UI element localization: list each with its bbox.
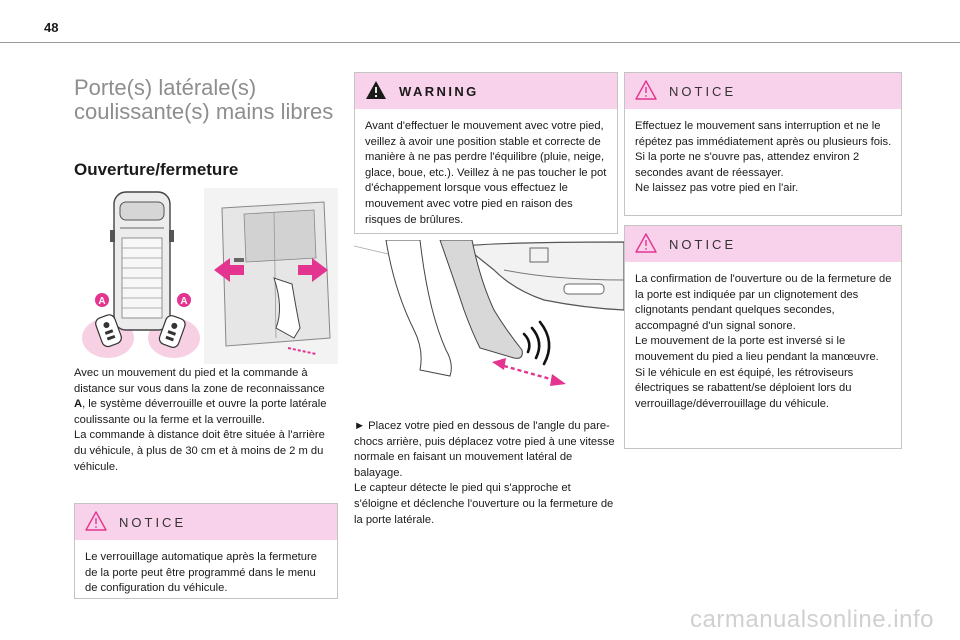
notice-body: Effectuez le mouvement sans interruption… bbox=[625, 109, 901, 205]
notice-box-confirmation: NOTICE La confirmation de l'ouverture ou… bbox=[624, 225, 902, 449]
sliding-door-illustration bbox=[204, 188, 338, 364]
warning-label: WARNING bbox=[399, 83, 479, 99]
header-divider bbox=[0, 42, 960, 43]
watermark: carmanualsonline.info bbox=[690, 606, 934, 633]
section-title: Porte(s) latérale(s) coulissante(s) main… bbox=[74, 75, 334, 124]
warning-triangle-icon bbox=[85, 511, 109, 533]
callout-a-right: A bbox=[180, 296, 187, 307]
van-top-view-illustration: A A bbox=[80, 188, 202, 364]
notice-line: La confirmation de l'ouverture ou de la … bbox=[635, 273, 892, 332]
notice-label: NOTICE bbox=[119, 514, 187, 530]
intro-paragraph-1: Avec un mouvement du pied et la commande… bbox=[74, 366, 336, 428]
foot-under-bumper-illustration bbox=[353, 239, 625, 398]
notice-label: NOTICE bbox=[669, 236, 737, 252]
instructions-text: ► Placez votre pied en dessous de l'angl… bbox=[354, 419, 616, 528]
warning-box: WARNING Avant d'effectuer le mouvement a… bbox=[354, 72, 618, 234]
notice-header: NOTICE bbox=[75, 504, 337, 540]
intro-text-part-2: , le système déverrouille et ouvre la po… bbox=[74, 398, 327, 426]
notice-text: Le verrouillage automatique après la fer… bbox=[85, 551, 317, 595]
notice-line: Ne laissez pas votre pied en l'air. bbox=[635, 182, 799, 195]
instruction-step: ► Placez votre pied en dessous de l'angl… bbox=[354, 420, 615, 479]
notice-line: Le mouvement de la porte est inversé si … bbox=[635, 335, 879, 363]
instruction-detail: Le capteur détecte le pied qui s'approch… bbox=[354, 482, 614, 526]
notice-box-movement: NOTICE Effectuez le mouvement sans inter… bbox=[624, 72, 902, 216]
intro-paragraph-2: La commande à distance doit être située … bbox=[74, 429, 325, 473]
subsection-title: Ouverture/fermeture bbox=[74, 160, 239, 179]
intro-text-part-1: Avec un mouvement du pied et la commande… bbox=[74, 367, 325, 395]
notice-line: Effectuez le mouvement sans interruption… bbox=[635, 120, 892, 148]
page-number: 48 bbox=[44, 20, 59, 35]
notice-header: NOTICE bbox=[625, 73, 901, 109]
warning-triangle-icon bbox=[635, 233, 659, 255]
intro-callout-ref: A bbox=[74, 398, 83, 411]
warning-body: Avant d'effectuer le mouvement avec votr… bbox=[355, 109, 617, 236]
notice-body: La confirmation de l'ouverture ou de la … bbox=[625, 262, 901, 420]
warning-text: Avant d'effectuer le mouvement avec votr… bbox=[365, 120, 607, 226]
warning-header: WARNING bbox=[355, 73, 617, 109]
notice-label: NOTICE bbox=[669, 83, 737, 99]
callout-a-left: A bbox=[98, 296, 105, 307]
notice-line: Si la porte ne s'ouvre pas, attendez env… bbox=[635, 151, 860, 179]
notice-box-auto-lock: NOTICE Le verrouillage automatique après… bbox=[74, 503, 338, 599]
notice-body: Le verrouillage automatique après la fer… bbox=[75, 540, 337, 605]
intro-text: Avec un mouvement du pied et la commande… bbox=[74, 366, 336, 475]
warning-triangle-icon bbox=[365, 80, 389, 102]
warning-triangle-icon bbox=[635, 80, 659, 102]
notice-line: Si le véhicule en est équipé, les rétrov… bbox=[635, 366, 854, 410]
notice-header: NOTICE bbox=[625, 226, 901, 262]
